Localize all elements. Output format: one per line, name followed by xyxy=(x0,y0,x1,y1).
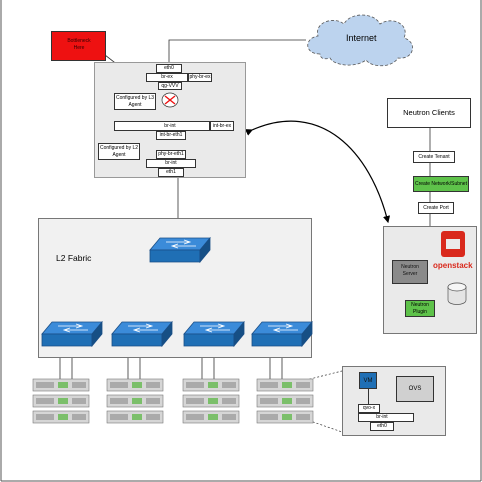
ovs-label: OVS xyxy=(408,386,422,392)
neutron-clients-box xyxy=(387,98,471,128)
neutron-clients-title: Neutron Clients xyxy=(403,108,455,117)
access-switch-4-icon xyxy=(251,320,313,348)
server-icon xyxy=(182,378,240,424)
create-tenant-box xyxy=(413,151,455,163)
bottleneck-box xyxy=(51,31,106,61)
bottleneck-label: Bottleneck Here xyxy=(67,38,91,51)
compute-eth0-label: eth0 xyxy=(377,423,387,429)
br-ex-label: br-ex xyxy=(161,74,173,80)
access-switch-2-icon xyxy=(111,320,173,348)
create-port-box xyxy=(418,202,454,214)
core-switch-icon xyxy=(149,236,211,264)
router-icon xyxy=(161,92,179,108)
int-br-ex-box xyxy=(210,121,234,131)
create-network-box xyxy=(413,176,469,192)
l3-agent-label: Configured by L3 Agent xyxy=(115,95,155,108)
neutron-server-label: Neutron Server xyxy=(401,264,419,277)
create-port-label: Create Port xyxy=(423,205,449,211)
server-rack-1 xyxy=(32,378,90,429)
ovs-box xyxy=(396,376,434,402)
create-tenant-label: Create Tenant xyxy=(418,154,450,160)
qg-box xyxy=(158,82,182,90)
eth1-box xyxy=(158,168,184,177)
br-int-top-box xyxy=(114,121,210,131)
vm-label: VM xyxy=(363,378,373,384)
l2-fabric-label: L2 Fabric xyxy=(56,253,92,263)
database-icon xyxy=(447,282,467,305)
eth1-label: eth1 xyxy=(166,169,176,175)
int-br-ex-label: int-br-ex xyxy=(212,123,232,129)
eth0-label: eth0 xyxy=(164,65,174,71)
compute-eth0-box xyxy=(370,422,394,431)
neutron-plugin-box xyxy=(405,300,435,317)
br-int-bottom-label: br-int xyxy=(165,160,177,166)
br-int-top-label: br-int xyxy=(164,123,176,129)
qg-label: qg-VVV xyxy=(161,83,179,89)
br-ex-box xyxy=(146,73,188,82)
phy-br-eth1-label: phy-br-eth1 xyxy=(158,151,184,157)
internet-cloud xyxy=(307,14,413,67)
neutron-server-box xyxy=(392,260,428,284)
eth0-box xyxy=(156,64,182,73)
phy-br-ex-box xyxy=(188,73,212,82)
access-switch-3-icon xyxy=(183,320,245,348)
openstack-logo-icon xyxy=(441,231,465,257)
br-int-bottom-box xyxy=(146,159,196,168)
neutron-plugin-label: Neutron Plugin xyxy=(411,302,429,315)
create-network-label: Create Network/Subnet xyxy=(415,181,467,187)
compute-br-int-label: br-int xyxy=(376,414,388,420)
server-icon xyxy=(32,378,90,424)
int-br-eth1-box xyxy=(156,131,186,140)
l3-agent-box xyxy=(114,93,156,110)
l2-agent-box xyxy=(98,143,140,160)
server-icon xyxy=(256,378,314,424)
qvo-box xyxy=(358,404,380,413)
openstack-label: openstack xyxy=(433,261,473,270)
l2-agent-label: Configured by L2 Agent xyxy=(99,145,139,158)
server-rack-4 xyxy=(256,378,314,429)
server-icon xyxy=(106,378,164,424)
phy-br-eth1-box xyxy=(156,150,186,159)
qvo-label: qvo-x xyxy=(362,405,376,411)
compute-br-int-box xyxy=(358,413,414,422)
int-br-eth1-label: int-br-eth1 xyxy=(159,132,183,138)
server-rack-2 xyxy=(106,378,164,429)
vm-box xyxy=(359,372,377,389)
access-switch-1-icon xyxy=(41,320,103,348)
phy-br-ex-label: phy-br-ex xyxy=(189,74,211,80)
vm-link xyxy=(368,389,369,404)
server-rack-3 xyxy=(182,378,240,429)
internet-label: Internet xyxy=(346,33,377,43)
